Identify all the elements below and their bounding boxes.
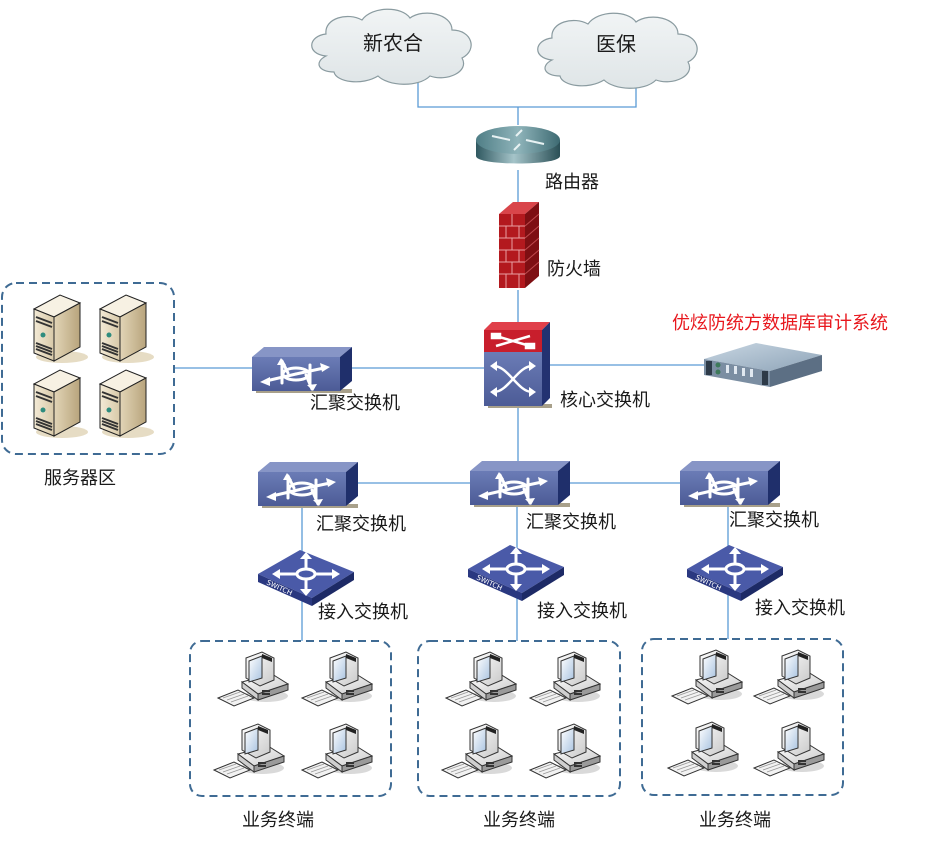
pc-icon xyxy=(667,721,739,777)
agg-switch-label-3: 汇聚交换机 xyxy=(729,510,819,531)
audit-system xyxy=(704,343,822,387)
links xyxy=(175,78,729,641)
core-switch xyxy=(484,322,552,408)
server-zone-boundary xyxy=(1,282,175,455)
access-switch-label-2: 接入交换机 xyxy=(537,601,627,622)
aggregation-switch-icon xyxy=(256,460,360,510)
pc-icon xyxy=(529,651,601,707)
server-icon xyxy=(33,369,89,439)
access-switch-label-1: 接入交换机 xyxy=(318,602,408,623)
pc-icon xyxy=(441,723,513,779)
terminal-zone-1 xyxy=(189,640,392,797)
router-label: 路由器 xyxy=(545,172,599,193)
aggregation-switch-icon xyxy=(468,459,572,509)
access-switch-icon xyxy=(256,548,356,608)
cloud-label-xnh: 新农合 xyxy=(363,31,423,55)
pc-icon xyxy=(671,649,743,705)
terminal-group-label-3: 业务终端 xyxy=(699,810,771,831)
cloud-yb xyxy=(537,12,698,89)
core-switch-icon xyxy=(484,322,552,408)
link-cloud-xnh xyxy=(417,78,637,108)
firewall-label: 防火墙 xyxy=(547,259,601,280)
terminal-zone-boundary xyxy=(641,638,844,796)
agg-switch-label-2: 汇聚交换机 xyxy=(526,512,616,533)
server-icon xyxy=(99,294,155,364)
aggregation-switch-icon xyxy=(678,459,782,509)
terminal-zone-2 xyxy=(417,640,621,797)
firewall xyxy=(499,202,540,288)
cloud-xnh xyxy=(311,8,472,85)
pc-icon xyxy=(445,651,517,707)
firewall-icon xyxy=(499,202,540,288)
terminal-zone-3 xyxy=(641,638,844,796)
server-icon xyxy=(99,369,155,439)
server-zone-label: 服务器区 xyxy=(44,468,116,489)
pc-icon xyxy=(753,649,825,705)
terminal-group-label-1: 业务终端 xyxy=(242,810,314,831)
router xyxy=(476,126,560,164)
terminal-zone-boundary xyxy=(417,640,621,797)
router-icon xyxy=(476,126,560,164)
pc-icon xyxy=(753,721,825,777)
audit-appliance-icon xyxy=(704,343,822,387)
aggregation-switch-icon xyxy=(250,345,354,395)
core-switch-label: 核心交换机 xyxy=(560,390,650,411)
pc-icon xyxy=(213,723,285,779)
cloud-label-yb: 医保 xyxy=(596,32,636,56)
access-switch-icon xyxy=(685,543,785,603)
pc-icon xyxy=(301,723,373,779)
server-agg-switch-label: 汇聚交换机 xyxy=(310,393,400,414)
cloud-icon xyxy=(537,12,698,89)
pc-icon xyxy=(301,651,373,707)
server-zone xyxy=(1,282,175,455)
pc-icon xyxy=(217,651,289,707)
audit-system-label: 优炫防统方数据库审计系统 xyxy=(672,313,888,334)
terminal-zone-boundary xyxy=(189,640,392,797)
server-icon xyxy=(33,294,89,364)
access-switch-label-3: 接入交换机 xyxy=(755,598,845,619)
access-switch-icon xyxy=(466,543,566,603)
pc-icon xyxy=(529,723,601,779)
agg-switch-label-1: 汇聚交换机 xyxy=(316,514,406,535)
cloud-icon xyxy=(311,8,472,85)
terminal-group-label-2: 业务终端 xyxy=(483,810,555,831)
